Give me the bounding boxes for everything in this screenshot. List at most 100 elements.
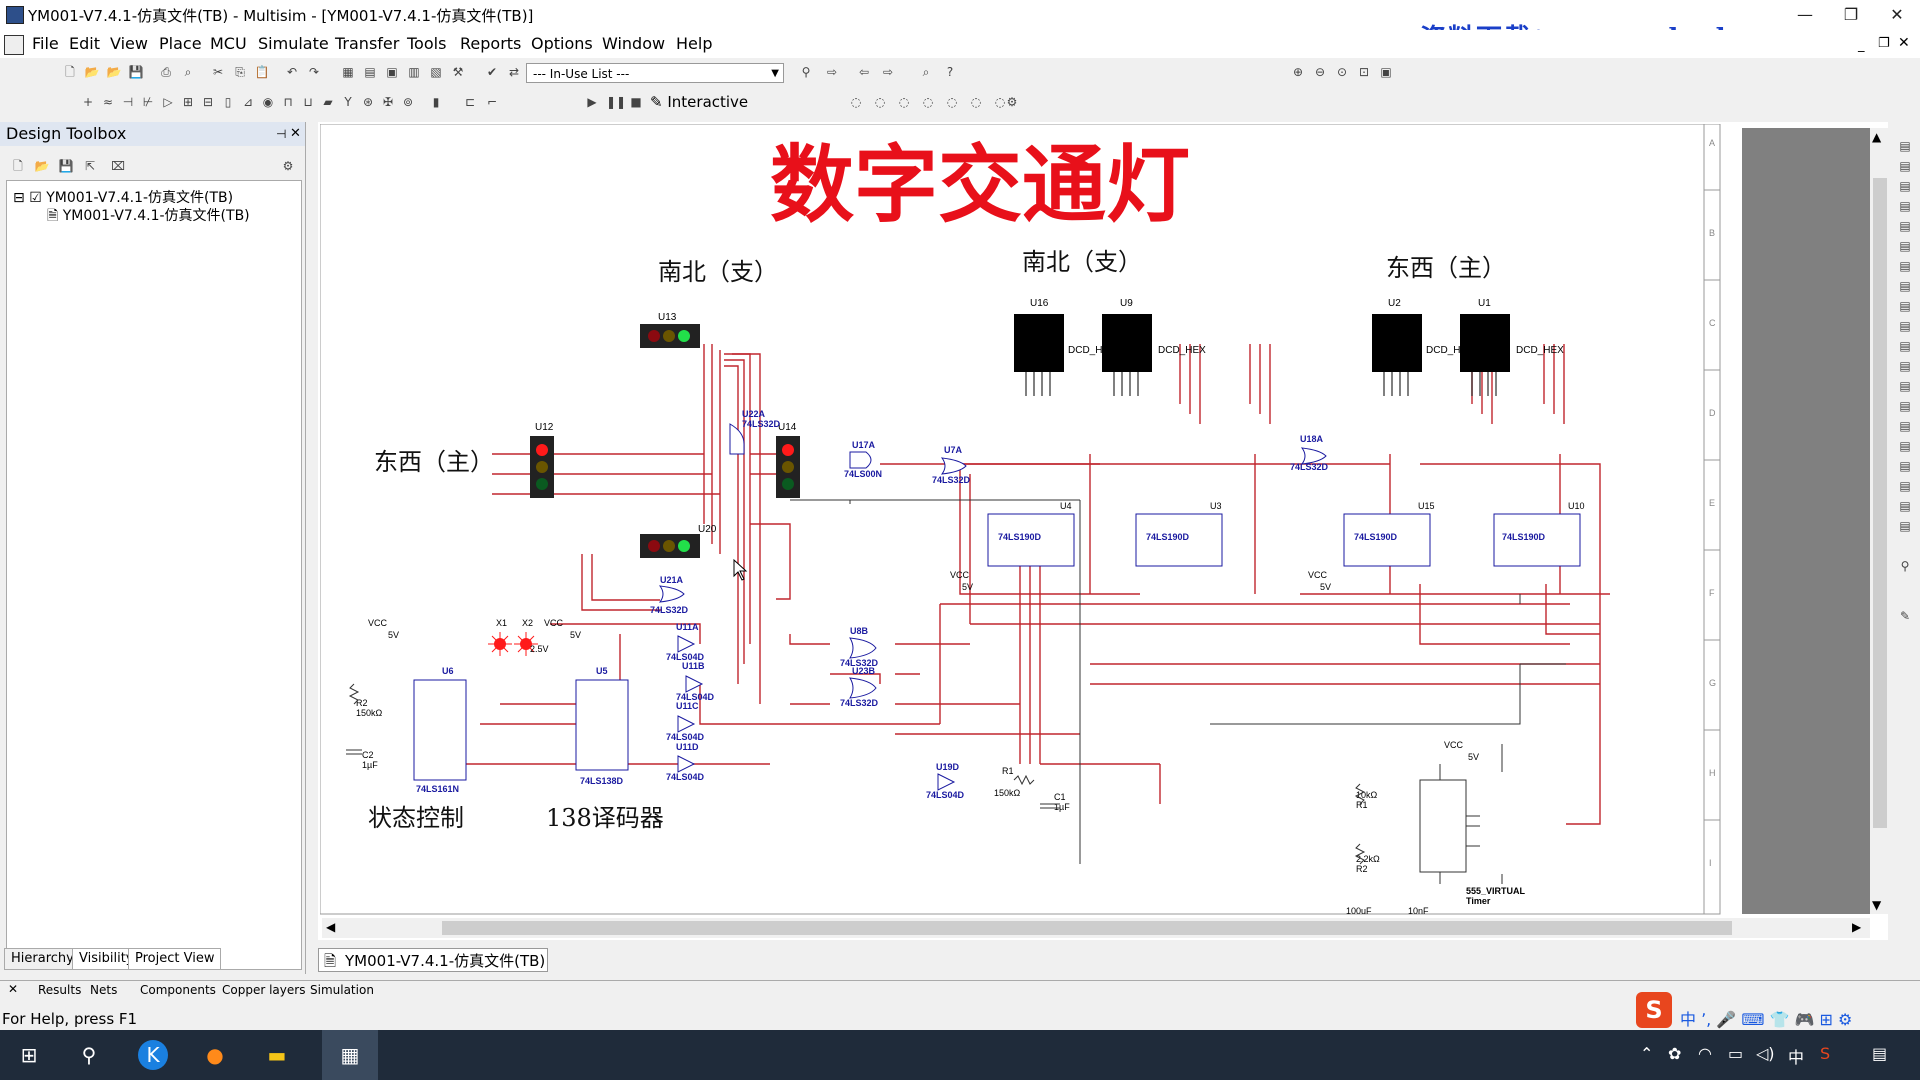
place-misc-icon[interactable]: ⊔ [303, 95, 313, 109]
stop-simulation-icon[interactable]: ■ [630, 95, 642, 109]
menu-tools[interactable]: Tools [407, 34, 447, 53]
toolbox-settings-icon[interactable]: ⚙ [282, 159, 294, 173]
menu-window[interactable]: Window [602, 34, 666, 53]
document-icon[interactable] [4, 35, 24, 55]
pause-simulation-icon[interactable]: ❚❚ [606, 95, 627, 109]
copy-icon[interactable]: ⎘ [235, 65, 245, 79]
help-icon[interactable]: ? [946, 65, 954, 79]
multisim-app-icon[interactable] [6, 6, 24, 24]
spreadsheet-icon[interactable]: ▤ [364, 65, 376, 79]
current-probe-icon[interactable]: ⚲ [1900, 559, 1910, 573]
wifi-icon[interactable]: ◠ [1698, 1044, 1712, 1063]
menu-simulate[interactable]: Simulate [258, 34, 329, 53]
open-design-icon[interactable]: 📂 [34, 159, 50, 173]
backannotate-icon[interactable]: ⇄ [508, 65, 520, 79]
spectrum-analyzer-icon[interactable]: ▤ [1899, 379, 1911, 393]
multimeter-icon[interactable]: ▤ [1899, 139, 1911, 153]
labview-icon[interactable]: ▤ [1899, 499, 1911, 513]
probe-diff-icon[interactable]: ◌ [922, 95, 934, 109]
tab-copper-layers[interactable]: Copper layers [222, 983, 306, 997]
measurement-probe-icon[interactable]: ✎ [1899, 609, 1911, 623]
scroll-down-icon[interactable]: ▼ [1872, 898, 1882, 912]
place-electromech-icon[interactable]: ⊛ [362, 95, 374, 109]
cut-icon[interactable]: ✂ [212, 65, 224, 79]
tab-nets[interactable]: Nets [90, 983, 118, 997]
probe-digital-icon[interactable]: ◌ [970, 95, 982, 109]
place-analog-icon[interactable]: ▷ [163, 95, 173, 109]
transfer-icon[interactable]: ⇨ [826, 65, 838, 79]
tree-root[interactable]: ⊟ ☑ YM001-V7.4.1-仿真文件(TB) [13, 187, 233, 207]
find-examples-icon[interactable]: ⌕ [922, 65, 930, 79]
notification-icon[interactable]: ▤ [1872, 1044, 1888, 1063]
place-basic-icon[interactable]: ≈ [102, 95, 114, 109]
vertical-scroll-thumb[interactable] [1873, 178, 1887, 828]
scroll-right-icon[interactable]: ▶ [1852, 920, 1862, 934]
probe-voltage-icon[interactable]: ◌ [850, 95, 862, 109]
tab-simulation[interactable]: Simulation [310, 983, 374, 997]
tektronix-scope-icon[interactable]: ▤ [1899, 479, 1911, 493]
component-wizard-icon[interactable]: ⚒ [452, 65, 464, 79]
probe-current-icon[interactable]: ◌ [874, 95, 886, 109]
collapse-icon[interactable]: ⊟ [13, 190, 25, 206]
tab-hierarchy[interactable]: Hierarchy [4, 948, 81, 970]
pin-icon[interactable]: ⊣ [276, 127, 287, 141]
interactive-button[interactable]: ✎ Interactive [650, 93, 748, 111]
tab-project-view[interactable]: Project View [128, 948, 222, 970]
new-icon[interactable]: 🗋 [65, 65, 75, 79]
place-power-icon[interactable]: ⊓ [283, 95, 293, 109]
menu-reports[interactable]: Reports [460, 34, 522, 53]
place-indicator-icon[interactable]: ◉ [262, 95, 274, 109]
spreadsheet-close-icon[interactable]: ✕ [8, 982, 19, 996]
horizontal-scroll-thumb[interactable] [442, 921, 1732, 935]
document-tab[interactable]: 🗎 YM001-V7.4.1-仿真文件(TB) [318, 948, 548, 972]
k-app-icon[interactable]: K [138, 1040, 168, 1070]
place-advanced-icon[interactable]: ▰ [323, 95, 333, 109]
database-icon[interactable]: ▣ [386, 65, 398, 79]
place-transistor-icon[interactable]: ⊬ [142, 95, 154, 109]
export-dropdown-icon[interactable]: ⇨ [882, 65, 894, 79]
oscilloscope-icon[interactable]: ▤ [1899, 199, 1911, 213]
place-ni-icon[interactable]: ✠ [382, 95, 394, 109]
panel-close-icon[interactable]: ✕ [290, 126, 301, 141]
schematic-canvas[interactable]: A B C D E F G H I 数字交通灯 南北（支） 东西（主） 南北（支… [320, 124, 1750, 920]
place-bus-icon[interactable]: ⊏ [464, 95, 476, 109]
place-misc-digital-icon[interactable]: ▯ [224, 95, 232, 109]
tree-child[interactable]: 🗎 YM001-V7.4.1-仿真文件(TB) [47, 205, 250, 229]
zoom-sheet-icon[interactable]: ⊡ [1358, 65, 1370, 79]
four-channel-scope-icon[interactable]: ▤ [1899, 219, 1911, 233]
new-subcircuit-icon[interactable]: ⇱ [84, 159, 96, 173]
print-icon[interactable]: ⎙ [161, 65, 171, 79]
search-icon[interactable]: ⚲ [81, 1043, 97, 1067]
probe-power-icon[interactable]: ◌ [898, 95, 910, 109]
sogou-tray-icon[interactable]: S [1820, 1044, 1831, 1063]
menu-options[interactable]: Options [531, 34, 593, 53]
place-ttl-icon[interactable]: ⊞ [182, 95, 194, 109]
windows-start-icon[interactable]: ⊞ [20, 1043, 38, 1067]
scroll-up-icon[interactable]: ▲ [1872, 130, 1882, 144]
zoom-out-icon[interactable]: ⊖ [1314, 65, 1326, 79]
grapher-icon[interactable]: ▥ [408, 65, 420, 79]
close-icon[interactable]: ✕ [1890, 5, 1904, 24]
word-generator-icon[interactable]: ▤ [1899, 279, 1911, 293]
agilent-scope-icon[interactable]: ▤ [1899, 459, 1911, 473]
redo-icon[interactable]: ↷ [308, 65, 320, 79]
run-simulation-icon[interactable]: ▶ [587, 95, 597, 109]
scroll-left-icon[interactable]: ◀ [326, 920, 336, 934]
ime-indicator[interactable]: 中 [1788, 1048, 1805, 1067]
fullscreen-icon[interactable]: ▣ [1380, 65, 1392, 79]
checkbox-icon[interactable]: ☑ [29, 190, 42, 206]
menu-help[interactable]: Help [676, 34, 713, 53]
remove-icon[interactable]: ⌧ [111, 159, 125, 173]
zoom-area-icon[interactable]: ⊙ [1336, 65, 1348, 79]
minimize-icon[interactable]: — [1797, 5, 1813, 24]
distortion-analyzer-icon[interactable]: ▤ [1899, 359, 1911, 373]
vertical-scrollbar[interactable]: ▲ ▼ [1870, 128, 1890, 914]
firefox-icon[interactable]: ● [206, 1043, 224, 1067]
bom-icon[interactable]: ▧ [430, 65, 442, 79]
zoom-in-icon[interactable]: ⊕ [1292, 65, 1304, 79]
menu-mcu[interactable]: MCU [210, 34, 247, 53]
mdi-minimize-icon[interactable]: _ [1858, 38, 1865, 53]
save-design-icon[interactable]: 💾 [58, 159, 74, 173]
agilent-multimeter-icon[interactable]: ▤ [1899, 439, 1911, 453]
gear-icon[interactable]: ⚙ [1006, 95, 1018, 109]
